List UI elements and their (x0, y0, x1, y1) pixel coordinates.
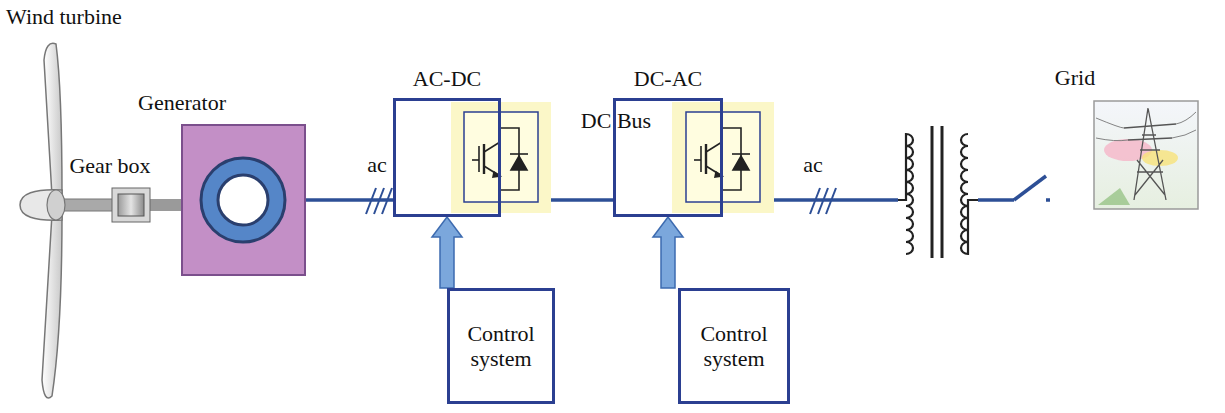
edge-label: ac (367, 152, 387, 177)
edge-label: DC Bus (581, 108, 651, 133)
control-box: Control system (447, 288, 555, 404)
node-heading: AC-DC (413, 66, 481, 91)
edge-label: ac (803, 152, 823, 177)
node-label: Control system (687, 321, 781, 372)
generator-box: Generator (121, 125, 244, 275)
grid-picture (1094, 101, 1198, 209)
node-heading: Generator (138, 90, 226, 115)
wind-turbine (20, 43, 114, 398)
figure-label: Wind turbine (6, 4, 122, 29)
phase-marks (366, 188, 836, 214)
control-box: Control system (678, 288, 790, 404)
grid-switch (1014, 176, 1050, 206)
transformer-symbol (898, 120, 978, 260)
gearbox-box: Gear box (93, 188, 131, 222)
grid-box: Grid (1040, 100, 1146, 210)
converter-box: AC-DC (393, 98, 501, 217)
generator-body (182, 125, 305, 275)
node-label: Control system (456, 321, 546, 372)
node-heading: DC-AC (634, 66, 702, 91)
node-heading: Grid (1055, 65, 1095, 90)
node-heading: Gear box (69, 153, 150, 178)
control-arrow (432, 217, 462, 288)
gearbox-body (112, 188, 150, 222)
control-arrow (653, 217, 683, 288)
